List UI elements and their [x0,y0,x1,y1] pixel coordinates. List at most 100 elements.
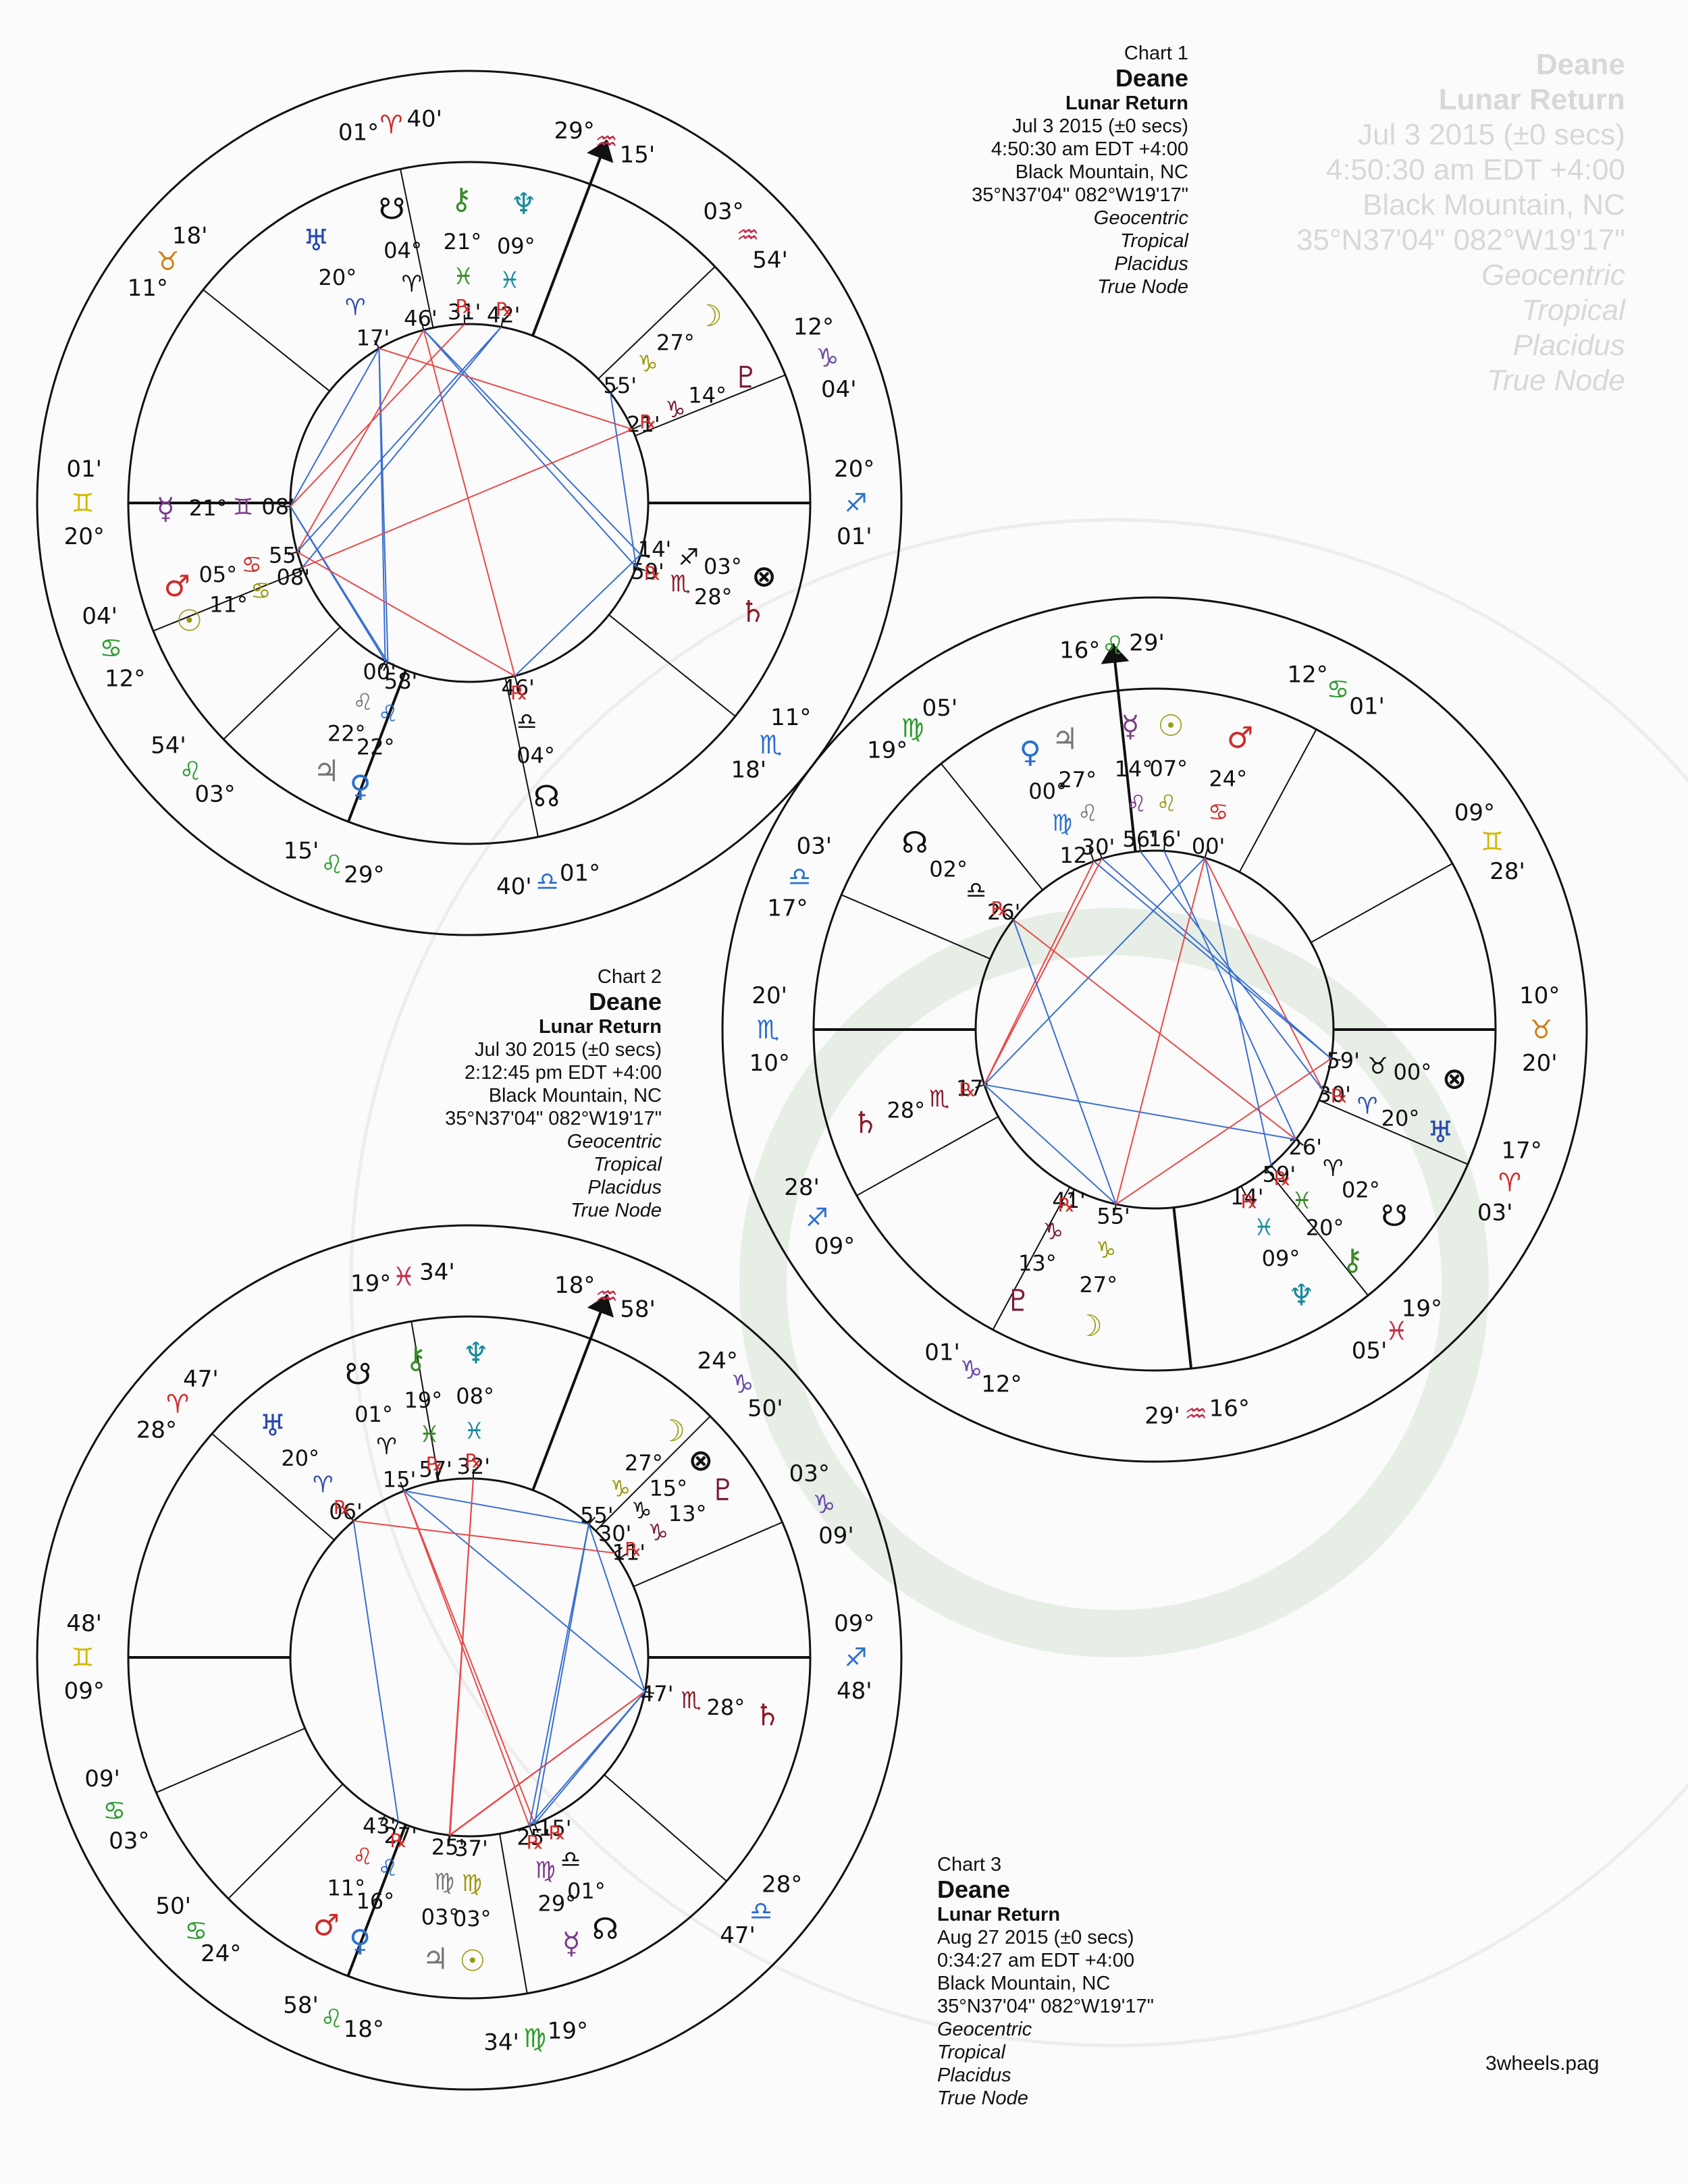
planet-glyph: ⊗ [1442,1062,1467,1096]
retrograde-marker: ℞ [959,1079,976,1101]
aspect-line [1204,857,1324,1091]
aspect-line [352,1520,399,1822]
cusp-sign-glyph: ♏ [760,730,783,760]
house-cusp-line [635,374,786,437]
house-cusp-line [841,894,991,960]
planet-sign-glyph: ♌ [1078,800,1098,827]
planet-degree: 03° [704,554,742,579]
aspect-line [449,1479,474,1836]
chart-place: Black Mountain, NC [488,1085,662,1107]
planet-sign-glyph: ♋ [1208,799,1228,826]
aspect-line [403,1490,589,1525]
planet-degree: 03° [421,1905,460,1930]
planet-sign-glyph: ♑ [1096,1237,1116,1264]
aspect-line [290,323,465,507]
planet-minute: 56' [1123,826,1157,852]
chart-node: True Node [571,1200,662,1221]
cusp-minute: 29' [1129,630,1165,657]
planet-degree: 29° [538,1891,577,1917]
cusp-minute: 28' [784,1174,820,1201]
planet-sign-glyph: ♎ [560,1846,581,1873]
cusp-minute: 20' [751,982,787,1009]
planet-tick [640,554,650,558]
aspect-line [1139,851,1324,1091]
planet-minute: 15' [383,1467,417,1493]
planet-degree: 01° [567,1878,606,1904]
cusp-degree: 03° [109,1828,149,1855]
chart-place: Black Mountain, NC [937,1973,1111,1994]
planet-sign-glyph: ♓ [500,267,520,294]
cusp-degree: 09° [1454,799,1495,826]
planet-tick [1113,1204,1117,1214]
planet-sign-glyph: ♌ [1157,791,1177,818]
cusp-minute: 50' [155,1892,191,1919]
chart-1-info: Chart 1 Deane Lunar Return Jul 3 2015 (±… [905,42,1188,298]
planet-glyph: ♀ [349,1923,371,1958]
cusp-sign-glyph: ♒ [737,220,760,250]
planet-tick [1322,1089,1332,1094]
chart-type: Lunar Return [937,1904,1061,1925]
planet-sign-glyph: ♈ [313,1472,333,1499]
cusp-sign-glyph: ♎ [749,1896,772,1926]
planet-tick [346,1513,354,1522]
aspect-line [302,326,502,568]
house-cusp-line [992,1186,1071,1331]
cusp-degree: 24° [697,1348,738,1375]
cusp-minute: 54' [752,247,788,274]
retrograde-marker: ℞ [334,1497,350,1519]
planet-glyph: ♃ [313,754,340,789]
planet-degree: 01° [354,1402,393,1427]
house-cusp-line [346,1823,407,1977]
cusp-minute: 54' [151,732,186,759]
planet-sign-glyph: ♏ [670,570,690,597]
retrograde-marker: ℞ [1058,1194,1075,1217]
cusp-degree: 19° [867,737,907,764]
cusp-degree: 11° [128,275,168,302]
planet-sign-glyph: ♑ [1043,1218,1063,1245]
footer-filename: 3wheels.pag [1485,2052,1600,2075]
cusp-minute: 58' [620,1296,656,1323]
cusp-sign-glyph: ♒ [596,1281,618,1311]
aspect-line [529,1524,589,1826]
planet-degree: 20° [1306,1215,1344,1241]
aspect-line [296,329,425,553]
aspect-line [984,858,1103,1086]
planet-degree: 09° [497,233,535,259]
planet-tick [1331,1058,1341,1061]
planet-degree: 04° [517,743,555,768]
planet-tick [1204,849,1209,858]
aspect-line [1012,919,1117,1205]
cusp-sign-glyph: ♉ [1529,1015,1552,1044]
planet-tick [1070,1189,1075,1198]
aspect-line [423,329,637,568]
planet-glyph: ☋ [1381,1199,1408,1233]
chart-time: 2:12:45 pm EDT +4:00 [464,1062,662,1084]
planet-sign-glyph: ♏ [681,1687,702,1714]
planet-glyph: ♄ [739,595,766,629]
planet-tick [533,1823,539,1834]
cusp-minute: 58' [283,1992,319,2019]
cusp-minute: 05' [1352,1337,1388,1364]
retrograde-marker: ℞ [465,1450,482,1472]
planet-sign-glyph: ♓ [1254,1214,1274,1241]
chart-coords: 35°N37'04" 082°W19'17" [972,184,1188,206]
cusp-minute: 40' [406,105,442,132]
planet-degree: 05° [199,562,237,587]
chart-system: Tropical [594,1154,662,1175]
planet-sign-glyph: ♎ [517,708,537,735]
planet-sign-glyph: ♌ [377,1855,398,1882]
planet-tick [435,1472,439,1482]
planet-glyph: ♅ [302,223,329,258]
planet-tick [1295,1139,1304,1146]
planet-minute: 37' [454,1836,488,1861]
cusp-degree: 12° [1287,661,1327,688]
ghost-date: Jul 3 2015 (±0 secs) [1357,118,1625,151]
planet-tick [373,340,380,349]
planet-degree: 07° [1149,756,1188,782]
cusp-degree: 24° [201,1940,241,1967]
cusp-minute: 04' [821,376,857,403]
chart-coords: 35°N37'04" 082°W19'17" [937,1996,1154,2017]
planet-tick [1163,841,1165,851]
chart-name: Deane [588,988,662,1015]
ghost-system: Tropical [1521,294,1625,327]
